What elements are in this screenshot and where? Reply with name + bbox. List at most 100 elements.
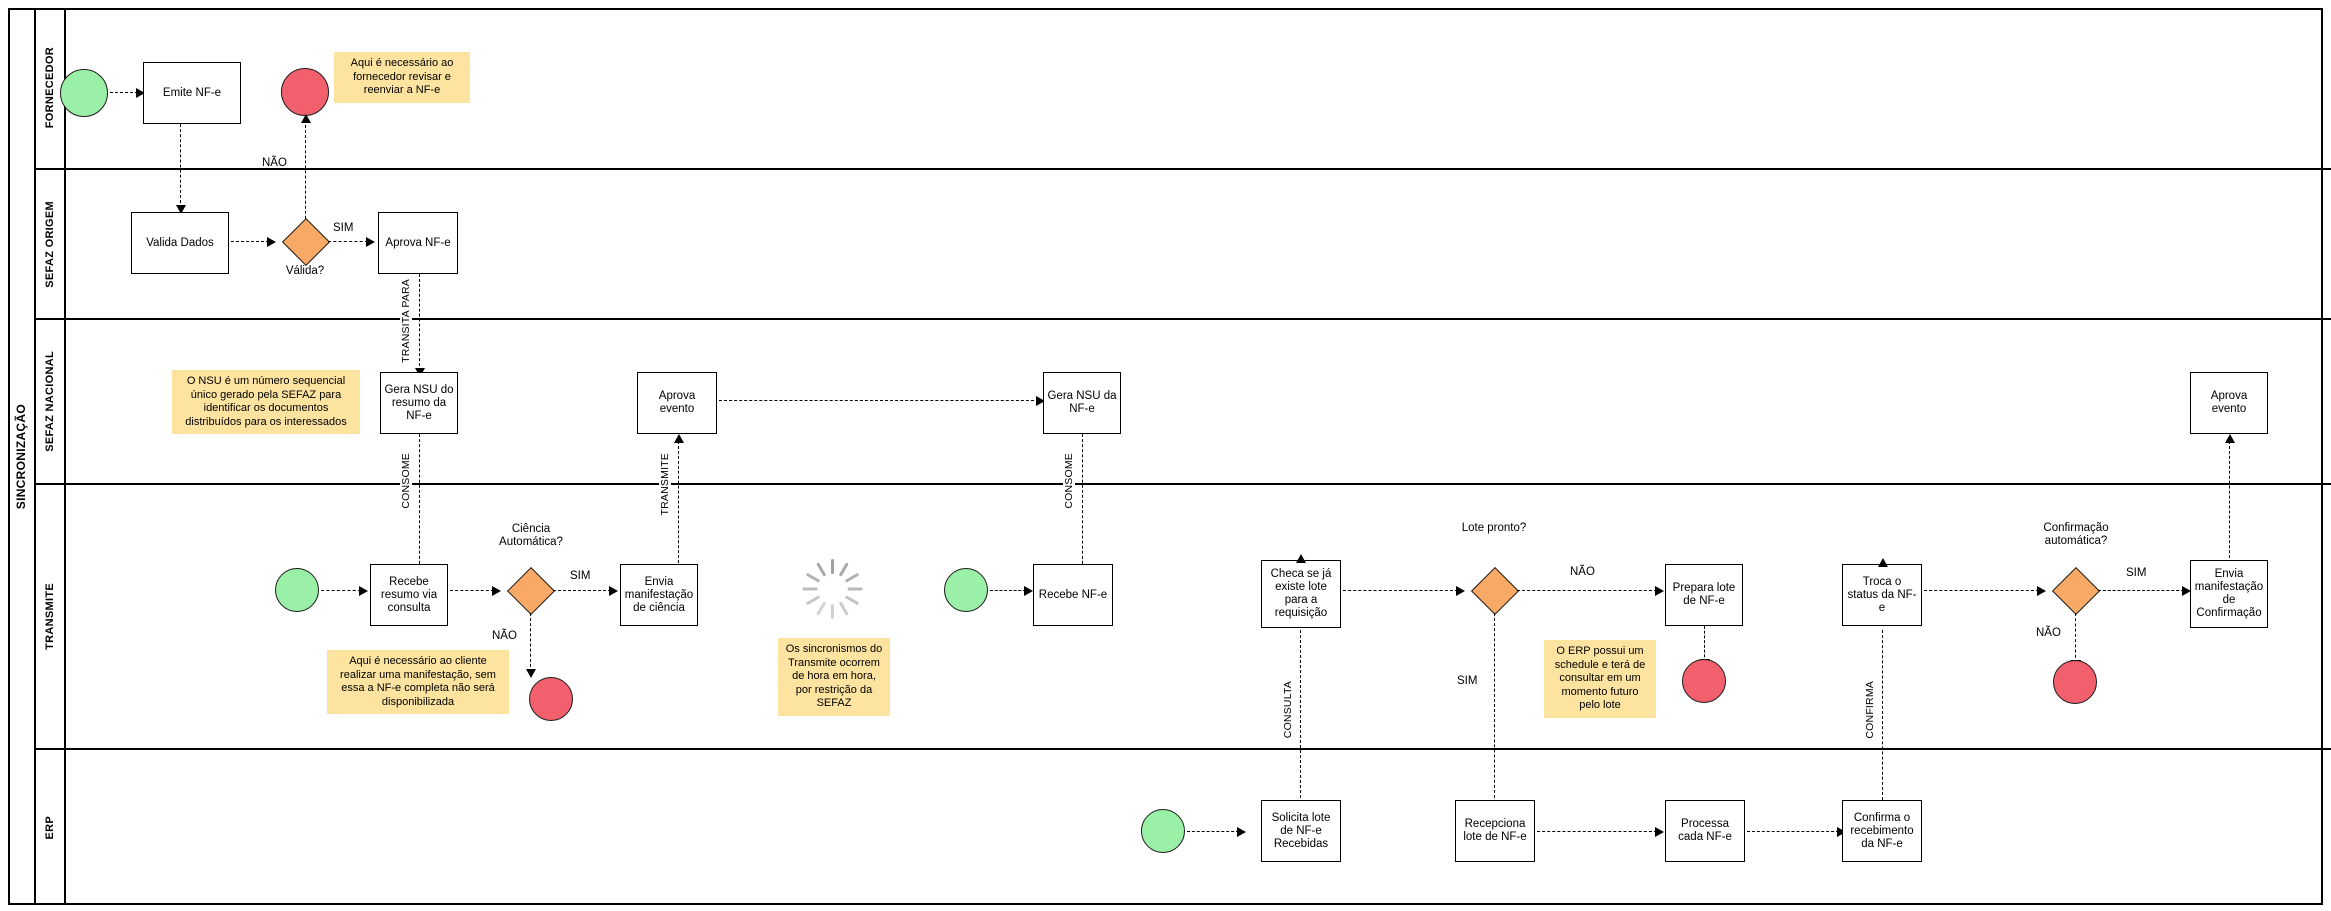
task-aprova-nfe[interactable]: Aprova NF-e bbox=[378, 212, 458, 274]
arrowhead-gateway-valida bbox=[267, 237, 276, 247]
end-event-prepara-lote[interactable] bbox=[1682, 659, 1726, 703]
flow-label-nao-1: NÃO bbox=[262, 157, 287, 169]
start-event-recebe-nfe[interactable] bbox=[944, 568, 988, 612]
task-confirma-recebimento-label: Confirma o recebimento da NF-e bbox=[1850, 811, 1914, 850]
arrowhead-checa-lote bbox=[1296, 554, 1306, 563]
end-event-fornecedor[interactable] bbox=[281, 68, 329, 116]
arrowhead-recebe-resumo-h bbox=[359, 586, 368, 596]
task-solicita-lote[interactable]: Solicita lote de NF-e Recebidas bbox=[1261, 800, 1341, 862]
spinner-icon bbox=[800, 557, 864, 621]
task-checa-lote[interactable]: Checa se já existe lote para a requisiçã… bbox=[1261, 560, 1341, 628]
gateway-confirmacao-automatica[interactable] bbox=[2051, 566, 2101, 616]
gateway-lote-pronto[interactable] bbox=[1470, 566, 1520, 616]
end-event-transmite[interactable] bbox=[529, 677, 573, 721]
flow-label-consulta: CONSULTA bbox=[1282, 680, 1294, 740]
pool-label: SINCRONIZAÇÃO bbox=[8, 8, 36, 905]
arrowhead-envia-confirmacao bbox=[2182, 586, 2191, 596]
task-recebe-resumo-label: Recebe resumo via consulta bbox=[380, 575, 438, 614]
lane-header-sefaz-nacional: SEFAZ NACIONAL bbox=[36, 320, 66, 483]
task-checa-lote-label: Checa se já existe lote para a requisiçã… bbox=[1270, 568, 1332, 619]
gateway-ciencia-automatica[interactable] bbox=[506, 566, 556, 616]
arrowhead-processa-nfe bbox=[1655, 827, 1664, 837]
arrowhead-emite bbox=[136, 88, 145, 98]
flow-nao-to-end-transmite bbox=[530, 613, 531, 672]
lane-label-transmite: TRANSMITE bbox=[44, 583, 56, 650]
lane-header-erp: ERP bbox=[36, 750, 66, 905]
task-troca-status-label: Troca o status da NF-e bbox=[1847, 575, 1917, 614]
gateway-ciencia-label: Ciência Automática? bbox=[499, 523, 563, 548]
lane-erp: ERP bbox=[36, 750, 2331, 905]
task-prepara-lote[interactable]: Prepara lote de NF-e bbox=[1665, 564, 1743, 626]
flow-label-sim-4: SIM bbox=[2126, 567, 2147, 579]
task-aprova-evento-2[interactable]: Aprova evento bbox=[2190, 372, 2268, 434]
task-envia-manif-ciencia[interactable]: Envia manifestação de ciência bbox=[620, 564, 698, 626]
task-recepciona-lote[interactable]: Recepciona lote de NF-e bbox=[1455, 800, 1535, 862]
task-envia-manif-confirmacao[interactable]: Envia manifestação de Confirmação bbox=[2190, 560, 2268, 628]
gateway-valida[interactable] bbox=[281, 217, 331, 267]
flow-sim-to-envia-ciencia bbox=[553, 590, 611, 591]
lane-transmite: TRANSMITE bbox=[36, 485, 2331, 750]
flow-confirmacao-to-aprova-evento bbox=[2229, 441, 2230, 578]
note-sincronismos: Os sincronismos do Transmite ocorrem de … bbox=[778, 638, 890, 716]
gateway-ciencia-shape bbox=[506, 566, 556, 616]
note-cliente-text: Aqui é necessário ao cliente realizar um… bbox=[340, 655, 496, 708]
arrowhead-aprova-evento-2 bbox=[2225, 434, 2235, 443]
task-emite-nfe[interactable]: Emite NF-e bbox=[143, 62, 241, 124]
task-recebe-resumo[interactable]: Recebe resumo via consulta bbox=[370, 564, 448, 626]
task-confirma-recebimento[interactable]: Confirma o recebimento da NF-e bbox=[1842, 800, 1922, 862]
flow-consulta bbox=[1300, 630, 1301, 798]
note-sincronismos-text: Os sincronismos do Transmite ocorrem de … bbox=[785, 643, 883, 709]
flow-processa-to-confirma bbox=[1747, 831, 1839, 832]
flow-label-nao-4: NÃO bbox=[2036, 627, 2061, 639]
task-prepara-lote-label: Prepara lote de NF-e bbox=[1672, 582, 1736, 607]
gateway-confirmacao-label: Confirmação automática? bbox=[2043, 522, 2109, 547]
flow-label-confirma: CONFIRMA bbox=[1864, 680, 1876, 740]
flow-transmite-1 bbox=[678, 441, 679, 578]
lane-header-sefaz-origem: SEFAZ ORIGEM bbox=[36, 170, 66, 318]
flow-nao-to-end-confirmacao bbox=[2075, 613, 2076, 663]
start-event-transmite[interactable] bbox=[275, 568, 319, 612]
flow-label-sim-1: SIM bbox=[333, 222, 354, 234]
task-aprova-evento-1[interactable]: Aprova evento bbox=[637, 372, 717, 434]
task-recepciona-lote-label: Recepciona lote de NF-e bbox=[1463, 818, 1527, 843]
task-recebe-nfe-label: Recebe NF-e bbox=[1038, 588, 1108, 601]
arrowhead-gateway-ciencia bbox=[492, 586, 501, 596]
flow-sim-to-aprova bbox=[328, 241, 368, 242]
end-event-confirmacao[interactable] bbox=[2053, 660, 2097, 704]
flow-label-sim-3: SIM bbox=[1457, 675, 1478, 687]
flow-transita-para bbox=[419, 274, 420, 371]
arrowhead-gateway-confirmacao bbox=[2037, 586, 2046, 596]
task-valida-dados[interactable]: Valida Dados bbox=[131, 212, 229, 274]
flow-start-to-recebe-nfe bbox=[990, 590, 1026, 591]
task-recebe-nfe[interactable]: Recebe NF-e bbox=[1033, 564, 1113, 626]
task-envia-manif-ciencia-label: Envia manifestação de ciência bbox=[624, 575, 694, 614]
arrowhead-envia-ciencia bbox=[609, 586, 618, 596]
flow-consome-2 bbox=[1082, 434, 1083, 569]
note-cliente: Aqui é necessário ao cliente realizar um… bbox=[327, 650, 509, 714]
task-gera-nsu-nfe[interactable]: Gera NSU da NF-e bbox=[1043, 372, 1121, 434]
flow-valida-to-gateway bbox=[231, 241, 269, 242]
task-gera-nsu-nfe-label: Gera NSU da NF-e bbox=[1047, 390, 1117, 415]
flow-start-to-solicita-lote bbox=[1187, 831, 1239, 832]
note-erp-text: O ERP possui um schedule e terá de consu… bbox=[1554, 645, 1646, 711]
task-troca-status[interactable]: Troca o status da NF-e bbox=[1842, 564, 1922, 626]
flow-label-sim-2: SIM bbox=[570, 570, 591, 582]
flow-start-to-recebe-resumo bbox=[321, 590, 361, 591]
task-valida-dados-label: Valida Dados bbox=[146, 236, 214, 249]
flow-checa-to-lote-pronto bbox=[1343, 590, 1458, 591]
start-event-fornecedor[interactable] bbox=[60, 69, 108, 117]
task-envia-manif-confirmacao-label: Envia manifestação de Confirmação bbox=[2194, 568, 2264, 619]
pool-label-text: SINCRONIZAÇÃO bbox=[14, 403, 28, 510]
task-gera-nsu-resumo[interactable]: Gera NSU do resumo da NF-e bbox=[380, 372, 458, 434]
flow-nao-to-prepara-lote bbox=[1517, 590, 1657, 591]
arrowhead-end-transmite bbox=[526, 669, 536, 678]
flow-label-nao-2: NÃO bbox=[492, 630, 517, 642]
lane-sefaz-origem: SEFAZ ORIGEM bbox=[36, 170, 2331, 320]
flow-start-to-emite bbox=[110, 92, 138, 93]
flow-label-transmite-1: TRANSMITE bbox=[659, 452, 671, 517]
flow-sim-to-recepciona bbox=[1494, 613, 1495, 803]
start-event-erp[interactable] bbox=[1141, 809, 1185, 853]
lane-label-fornecedor: FORNECEDOR bbox=[44, 47, 56, 129]
lane-header-transmite: TRANSMITE bbox=[36, 485, 66, 748]
task-processa-nfe[interactable]: Processa cada NF-e bbox=[1665, 800, 1745, 862]
